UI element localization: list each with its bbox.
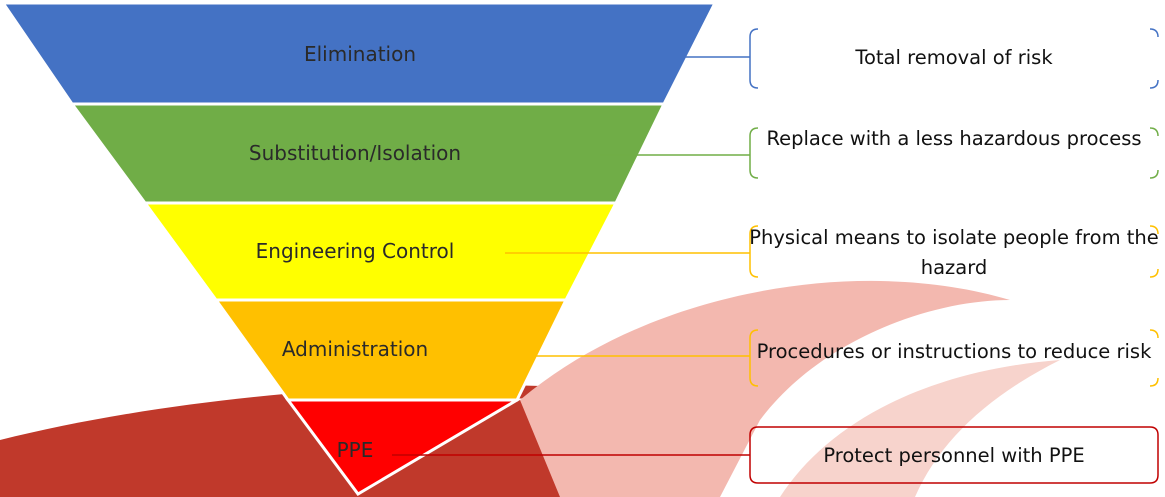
tier-label-administration: Administration (282, 337, 428, 361)
pyramid (0, 1, 718, 496)
description-administration: Procedures or instructions to reduce ris… (756, 340, 1152, 363)
bracket-substitution-isolation (749, 127, 1159, 179)
tier-label-engineering-control: Engineering Control (256, 239, 455, 263)
description-substitution-isolation: Replace with a less hazardous process (766, 127, 1142, 150)
background-swoosh-pink (520, 280, 1010, 497)
bracket-ppe (749, 426, 1159, 484)
description-ppe: Protect personnel with PPE (823, 444, 1085, 467)
tier-label-elimination: Elimination (304, 42, 416, 66)
background-swoosh-light (780, 360, 1060, 497)
description-elimination: Total removal of risk (855, 46, 1053, 69)
tier-ppe (285, 398, 523, 496)
bracket-engineering-control (749, 225, 1159, 278)
description-engineering-control: Physical means to isolate people from th… (749, 226, 1159, 279)
bracket-administration (749, 329, 1159, 387)
tier-label-substitution-isolation: Substitution/Isolation (249, 141, 461, 165)
bracket-elimination (749, 28, 1159, 89)
tier-label-ppe: PPE (337, 438, 374, 462)
